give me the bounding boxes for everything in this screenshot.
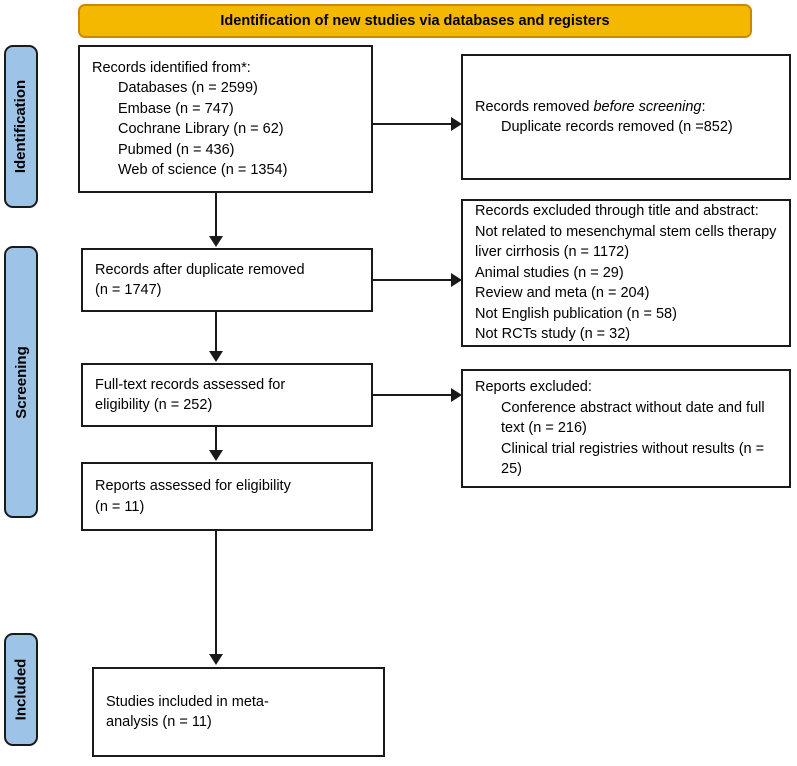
box-records-identified: Records identified from*: Databases (n =… (78, 45, 373, 193)
records-removed-heading-emphasis: before screening (593, 98, 702, 115)
fulltext-assessed-line2: eligibility (n = 252) (95, 397, 213, 413)
records-excluded-item-not-rcts: Not RCTs study (n = 32) (475, 326, 631, 343)
connector-after-duplicates-to-fulltext (215, 312, 217, 352)
connector-identified-to-after-duplicates (215, 193, 217, 237)
records-identified-item-embase: Embase (n = 747) (118, 100, 234, 117)
records-removed-item-duplicates: Duplicate records removed (n =852) (501, 119, 733, 135)
connector-fulltext-to-reports-excluded (373, 394, 453, 396)
arrowhead-fulltext-to-reports-assessed (209, 450, 223, 461)
reports-assessed-line1: Reports assessed for eligibility (95, 478, 291, 494)
records-excluded-item-not-related: Not related to mesenchymal stem cells th… (475, 223, 777, 261)
box-reports-assessed: Reports assessed for eligibility (n = 11… (81, 462, 373, 531)
stage-pill-identification: Identification (4, 45, 38, 208)
reports-excluded-heading: Reports excluded: (475, 379, 592, 396)
arrowhead-identified-to-removed (451, 117, 462, 131)
records-identified-item-web-of-science: Web of science (n = 1354) (118, 162, 288, 178)
records-excluded-item-review-meta: Review and meta (n = 204) (475, 285, 650, 302)
arrowhead-fulltext-to-reports-excluded (451, 388, 462, 402)
records-identified-item-cochrane: Cochrane Library (n = 62) (118, 121, 284, 137)
records-removed-heading-pre: Records removed (475, 98, 594, 115)
records-removed-heading: Records removed before screening: (475, 97, 777, 118)
arrowhead-reports-assessed-to-studies-included (209, 654, 223, 665)
records-removed-heading-post: : (701, 98, 706, 115)
connector-reports-assessed-to-studies-included (215, 531, 217, 655)
fulltext-assessed-line1: Full-text records assessed for (95, 376, 286, 393)
connector-identified-to-removed (373, 123, 453, 125)
stage-pill-included: Included (4, 633, 38, 746)
studies-included-line2: analysis (n = 11) (106, 714, 212, 730)
stage-label-screening: Screening (12, 345, 30, 419)
box-records-after-duplicates: Records after duplicate removed (n = 174… (81, 248, 373, 312)
box-reports-excluded: Reports excluded: Conference abstract wi… (461, 369, 791, 488)
studies-included-line1: Studies included in meta- (106, 693, 269, 710)
box-studies-included: Studies included in meta- analysis (n = … (92, 667, 385, 757)
reports-excluded-item-conference-abstract: Conference abstract without date and ful… (501, 399, 765, 437)
stage-label-identification: Identification (12, 79, 30, 174)
arrowhead-after-duplicates-to-fulltext (209, 351, 223, 362)
reports-excluded-item-clinical-trial-registries: Clinical trial registries without result… (501, 440, 765, 478)
box-records-removed: Records removed before screening: Duplic… (461, 54, 791, 180)
diagram-title-banner: Identification of new studies via databa… (78, 4, 752, 38)
records-excluded-item-animal-studies: Animal studies (n = 29) (475, 264, 624, 281)
records-identified-heading: Records identified from*: (92, 59, 251, 76)
records-identified-item-databases: Databases (n = 2599) (118, 80, 258, 96)
box-fulltext-assessed: Full-text records assessed for eligibili… (81, 363, 373, 427)
records-excluded-heading: Records excluded through title and abstr… (475, 203, 759, 220)
connector-after-duplicates-to-excluded (373, 279, 453, 281)
box-records-excluded: Records excluded through title and abstr… (461, 199, 791, 347)
reports-assessed-line2: (n = 11) (95, 498, 145, 515)
records-identified-item-pubmed: Pubmed (n = 436) (118, 141, 235, 158)
records-after-duplicates-line2: (n = 1747) (95, 282, 162, 298)
records-excluded-item-not-english: Not English publication (n = 58) (475, 305, 677, 322)
connector-fulltext-to-reports-assessed (215, 427, 217, 451)
stage-pill-screening: Screening (4, 246, 38, 518)
stage-label-included: Included (12, 658, 30, 721)
records-after-duplicates-line1: Records after duplicate removed (95, 261, 305, 278)
arrowhead-after-duplicates-to-excluded (451, 273, 462, 287)
arrowhead-identified-to-after-duplicates (209, 236, 223, 247)
